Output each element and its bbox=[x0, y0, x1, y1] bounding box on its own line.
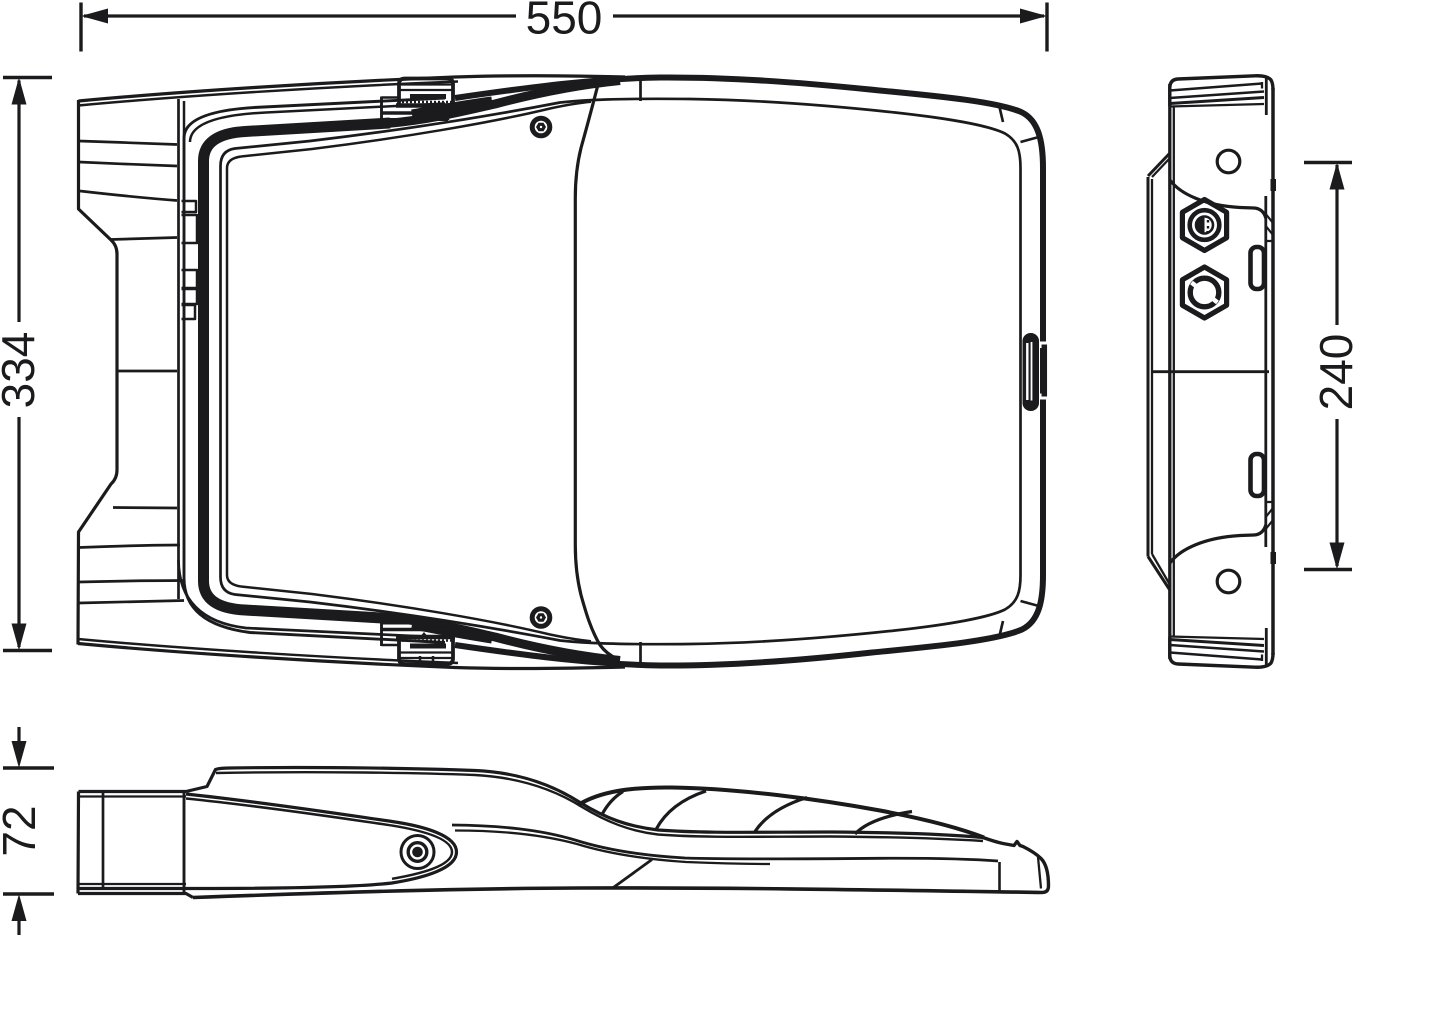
svg-text:334: 334 bbox=[0, 332, 44, 409]
svg-text:240: 240 bbox=[1310, 334, 1362, 411]
svg-text:550: 550 bbox=[526, 0, 603, 44]
svg-text:72: 72 bbox=[0, 805, 45, 856]
